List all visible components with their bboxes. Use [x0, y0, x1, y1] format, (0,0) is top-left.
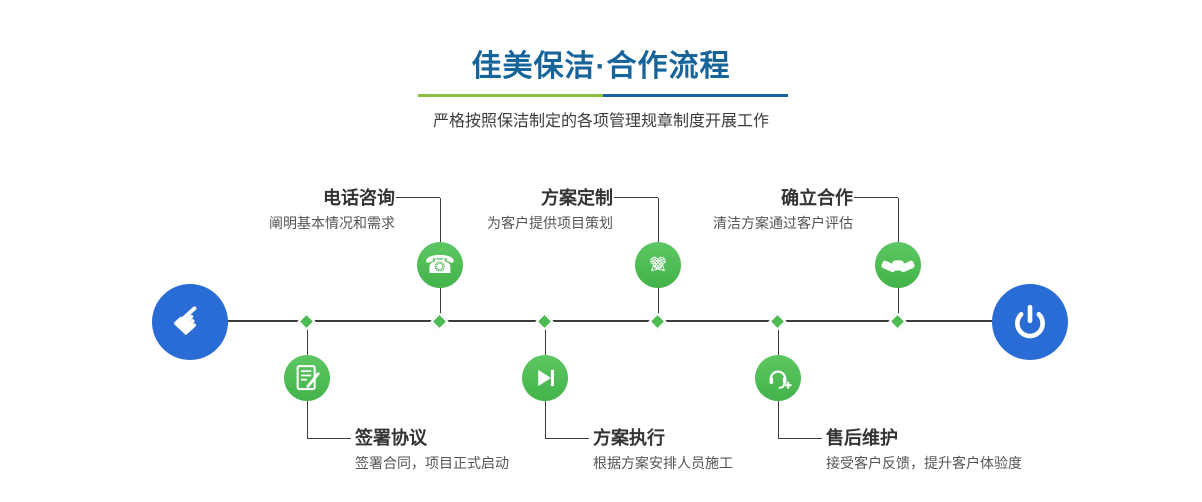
step-support: 售后维护 接受客户反馈，提升客户体验度	[826, 425, 1022, 475]
step-node-support	[755, 355, 801, 401]
connector	[614, 197, 658, 198]
connector	[658, 198, 659, 242]
connector	[778, 322, 779, 355]
connector	[307, 322, 308, 355]
timeline-node-diamond	[888, 312, 907, 331]
connector	[854, 197, 898, 198]
timeline-end-node	[992, 284, 1068, 360]
step-node-cooperation	[875, 242, 921, 288]
headset-icon	[769, 370, 792, 389]
page-title: 佳美保洁·合作流程	[471, 50, 731, 83]
timeline-node-diamond	[430, 312, 449, 331]
contract-icon	[296, 365, 320, 391]
power-icon	[1015, 304, 1045, 339]
connector	[778, 401, 779, 438]
connector	[307, 401, 308, 438]
connector	[440, 288, 441, 320]
play-next-icon	[538, 369, 555, 387]
connector	[898, 288, 899, 320]
step-execute: 方案执行 根据方案安排人员施工	[593, 425, 733, 475]
page-subtitle: 严格按照保洁制定的各项管理规章制度开展工作	[432, 113, 769, 130]
step-desc: 阐明基本情况和需求	[269, 215, 395, 231]
connector	[545, 401, 546, 438]
connector	[545, 438, 589, 439]
timeline-start-node: ☛	[152, 284, 228, 360]
timeline-node-diamond	[768, 312, 787, 331]
step-label: 方案定制	[541, 188, 613, 208]
step-desc: 接受客户反馈，提升客户体验度	[826, 455, 1022, 471]
step-node-contract	[284, 355, 330, 401]
connector	[898, 198, 899, 242]
connector	[440, 198, 441, 242]
timeline-line	[205, 320, 1005, 322]
design-icon: ✎ ✎	[648, 251, 668, 278]
step-label: 售后维护	[826, 428, 898, 448]
step-desc: 清洁方案通过客户评估	[713, 215, 853, 231]
connector	[658, 288, 659, 320]
timeline-node-diamond	[648, 312, 667, 331]
step-design: 方案定制 为客户提供项目策划	[487, 185, 613, 235]
connector	[545, 322, 546, 355]
step-label: 方案执行	[593, 428, 665, 448]
step-label: 签署协议	[355, 428, 427, 448]
timeline-node-diamond	[535, 312, 554, 331]
phone-icon: ☎	[424, 250, 456, 279]
connector	[778, 438, 822, 439]
connector	[307, 438, 351, 439]
hand-pointer-icon: ☛	[163, 293, 217, 349]
step-label: 确立合作	[781, 188, 853, 208]
step-desc: 根据方案安排人员施工	[593, 455, 733, 471]
timeline-node-diamond	[297, 312, 316, 331]
step-desc: 签署合同，项目正式启动	[355, 455, 509, 471]
step-cooperation: 确立合作 清洁方案通过客户评估	[713, 185, 853, 235]
handshake-icon	[881, 260, 915, 273]
step-phone: 电话咨询 阐明基本情况和需求	[269, 185, 395, 235]
connector	[396, 197, 440, 198]
title-divider	[418, 94, 788, 97]
step-node-phone: ☎	[417, 242, 463, 288]
step-node-execute	[522, 355, 568, 401]
step-contract: 签署协议 签署合同，项目正式启动	[355, 425, 509, 475]
step-desc: 为客户提供项目策划	[487, 215, 613, 231]
step-label: 电话咨询	[323, 188, 395, 208]
step-node-design: ✎ ✎	[635, 242, 681, 288]
